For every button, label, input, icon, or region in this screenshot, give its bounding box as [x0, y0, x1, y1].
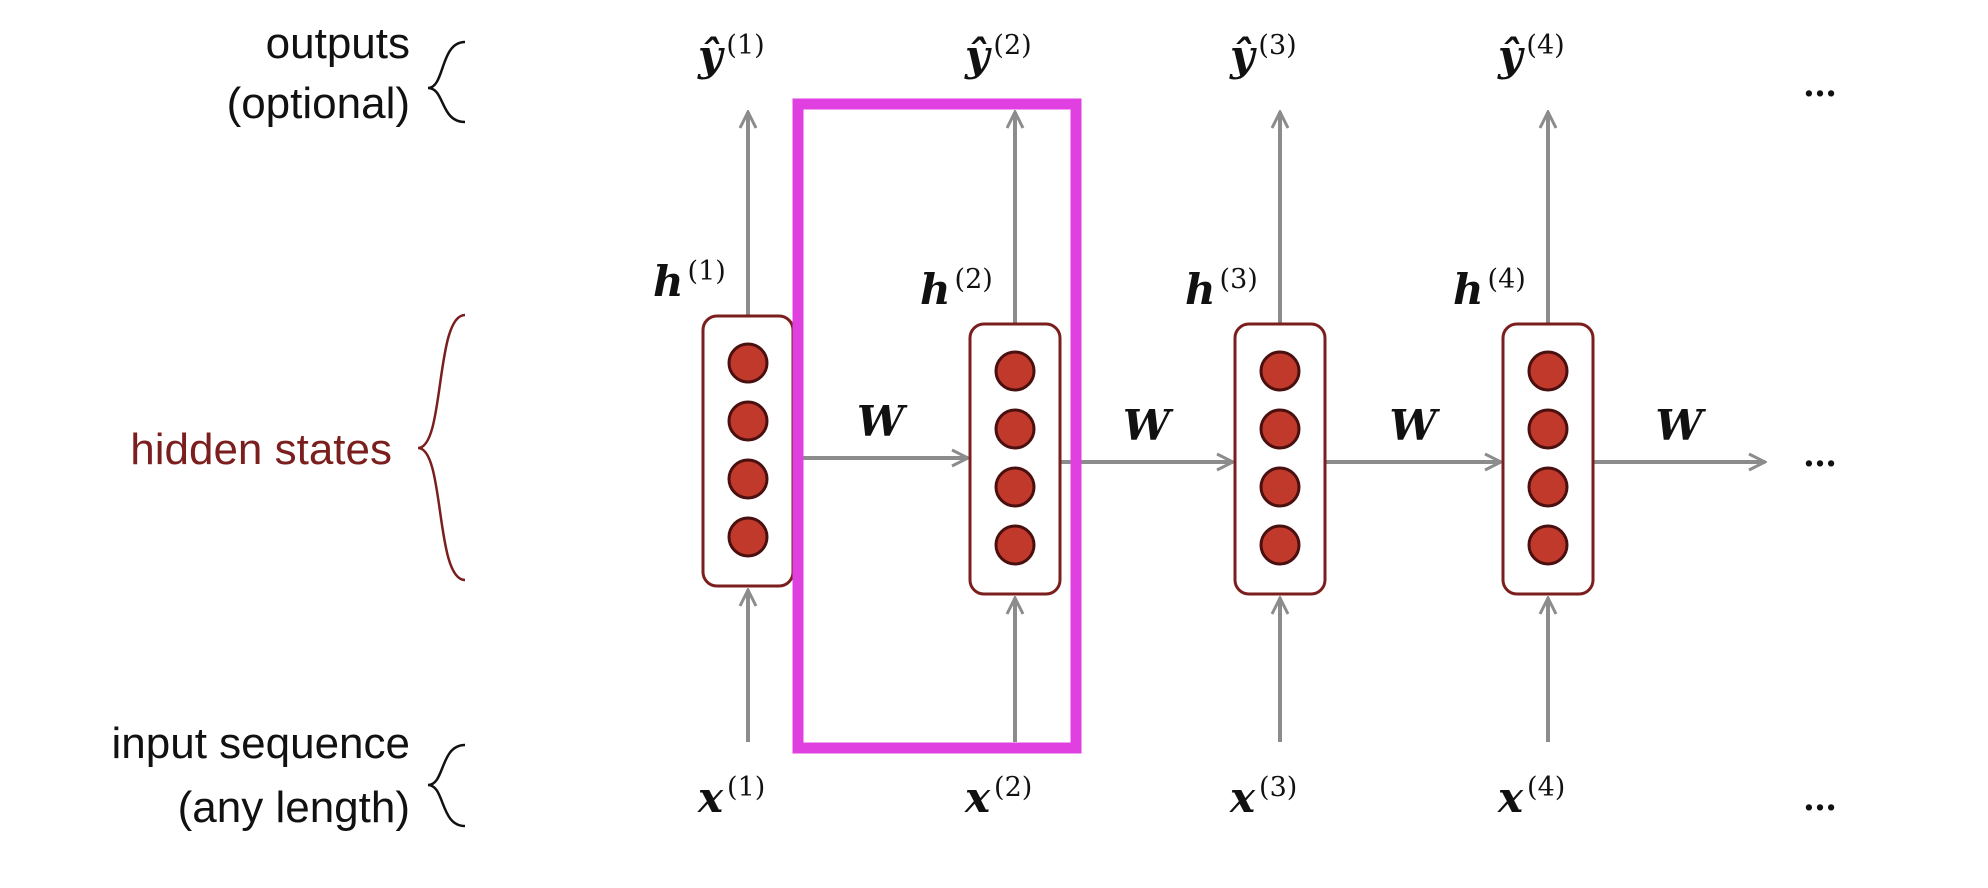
ellipsis-hidden: …: [1803, 435, 1837, 475]
neuron: [1259, 466, 1301, 508]
neuron: [1527, 524, 1569, 566]
neuron: [994, 350, 1036, 392]
input-label: x(3): [1229, 772, 1297, 822]
ellipsis-inputs: …: [1803, 779, 1837, 819]
neuron: [727, 458, 769, 500]
neuron: [1259, 524, 1301, 566]
input-label: x(4): [1497, 772, 1565, 822]
neuron: [994, 524, 1036, 566]
output-label: ŷ(3): [1229, 30, 1297, 80]
hidden-state-cell: [1501, 322, 1595, 596]
neuron: [1527, 350, 1569, 392]
hidden-label: h(1): [653, 256, 726, 306]
input-label: x(2): [964, 772, 1032, 822]
output-label: ŷ(1): [697, 30, 765, 80]
input-label-line2: (any length): [178, 783, 410, 832]
weight-label: W: [1123, 401, 1174, 450]
input-label-line1: input sequence: [112, 719, 410, 768]
neuron: [727, 342, 769, 384]
weight-label: W: [1655, 401, 1706, 450]
outputs-brace: [427, 40, 466, 124]
highlight-box: [792, 98, 1082, 754]
hidden-label: h(3): [1185, 264, 1258, 314]
neuron: [1259, 408, 1301, 450]
output-label: ŷ(4): [1497, 30, 1565, 80]
neuron: [1527, 466, 1569, 508]
hidden-state-cell: [968, 322, 1062, 596]
weight-label: W: [1389, 401, 1440, 450]
hidden-label: h(4): [1453, 264, 1526, 314]
input-brace: [427, 743, 466, 828]
neuron: [1259, 350, 1301, 392]
hidden-label: h(2): [920, 264, 993, 314]
neuron: [994, 466, 1036, 508]
outputs-label-line1: outputs: [266, 19, 410, 68]
outputs-label-line2: (optional): [227, 79, 410, 128]
ellipsis-outputs: …: [1803, 65, 1837, 105]
input-label: x(1): [697, 772, 765, 822]
neuron: [727, 516, 769, 558]
hidden-state-cell: [1233, 322, 1327, 596]
hidden-states-label: hidden states: [130, 425, 392, 474]
neuron: [994, 408, 1036, 450]
output-label: ŷ(2): [964, 30, 1032, 80]
hidden-states-brace: [417, 313, 466, 582]
neuron: [727, 400, 769, 442]
neuron: [1527, 408, 1569, 450]
weight-label: W: [857, 397, 908, 446]
